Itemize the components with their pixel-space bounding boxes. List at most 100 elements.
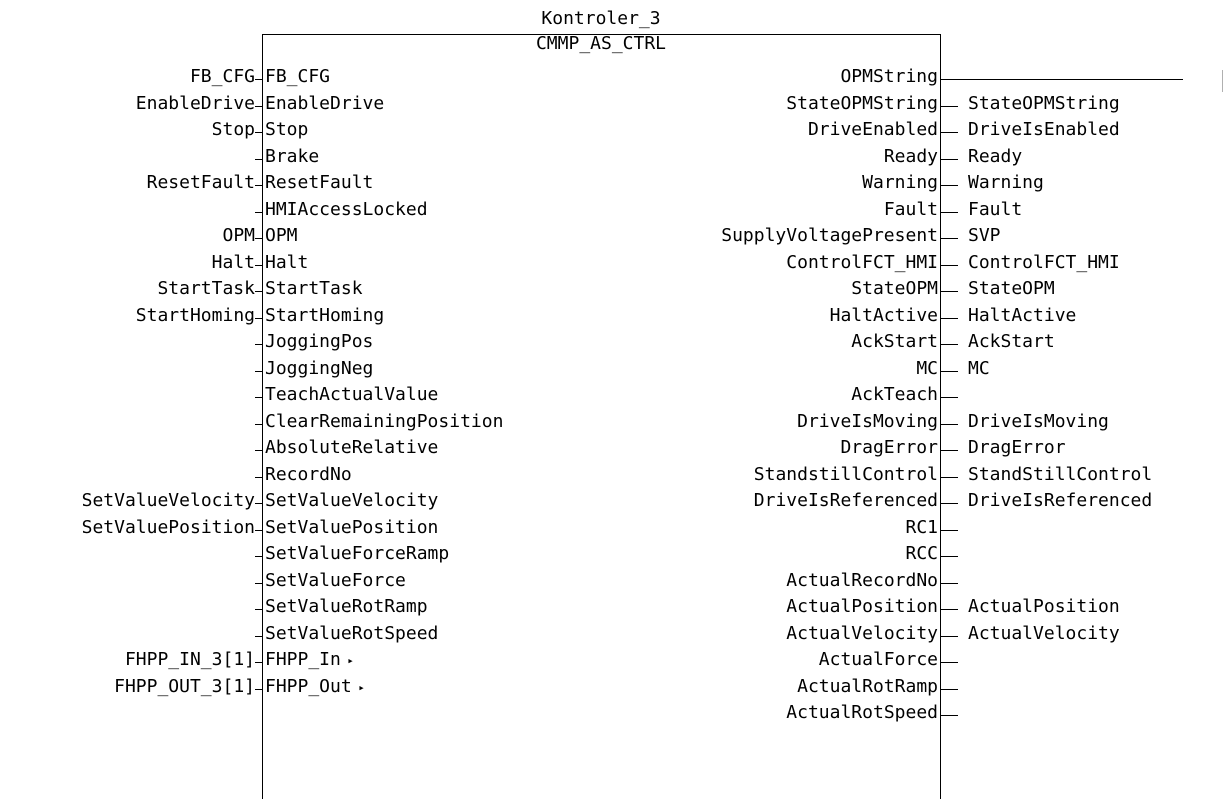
output-connector [940,185,958,186]
output-connector [940,397,958,398]
block-type-name: CMMP_AS_CTRL [535,33,667,54]
input-variable[interactable]: Halt [211,251,255,273]
input-connector [255,556,262,557]
output-variable[interactable]: StateOPM [968,278,1055,299]
output-pin-label: StandstillControl [753,463,938,485]
output-variable[interactable]: DriveIsEnabled [968,119,1120,140]
block-right-border [940,34,941,799]
input-pin-label: SetValueRotRamp [265,596,428,617]
input-connector [255,265,262,266]
input-pin-label: JoggingNeg [265,357,374,379]
output-connector [940,212,958,213]
output-pin-label: StateOPMString [786,92,938,114]
input-connector [255,397,262,398]
input-connector [255,185,262,186]
output-variable[interactable]: Fault [968,198,1023,220]
output-variable[interactable]: MC [968,357,990,379]
output-pin-label: RC1 [905,516,938,538]
output-connector [940,636,958,637]
input-pin-label: SetValueForceRamp [265,543,450,564]
input-pin-label: Halt [265,251,309,273]
output-variable[interactable]: AckStart [968,331,1055,352]
output-variable[interactable]: SVP [968,225,1001,246]
output-pin-label: StateOPM [851,278,938,299]
block-left-border [262,34,263,799]
output-variable[interactable]: Warning [968,172,1044,193]
output-variable[interactable]: StandStillControl [968,463,1153,485]
output-pin-label: ActualRotRamp [797,675,938,697]
input-variable[interactable]: FHPP_OUT_3[1] [114,675,255,697]
output-connector [940,159,958,160]
output-pin-label: Ready [883,145,938,167]
input-connector [255,424,262,425]
block-top-border [262,34,941,35]
input-variable[interactable]: StartTask [157,278,255,299]
input-connector [255,212,262,213]
output-pin-label: ControlFCT_HMI [786,251,938,273]
input-connector [255,689,262,690]
input-connector [255,477,262,478]
input-connector [255,132,262,133]
output-connector [940,503,958,504]
input-variable[interactable]: EnableDrive [135,92,255,114]
input-connector [255,503,262,504]
input-pin-label: OPM [265,225,298,246]
output-connector [940,132,958,133]
input-variable[interactable]: FHPP_IN_3[1] [124,649,255,670]
output-connector [940,238,958,239]
input-variable[interactable]: SetValueVelocity [81,490,255,511]
input-pin-label: StartHoming [265,304,385,326]
output-connector [940,689,958,690]
output-variable[interactable]: ActualVelocity [968,622,1120,644]
input-connector [255,291,262,292]
input-variable[interactable]: StartHoming [135,304,255,326]
input-pin-label: SetValuePosition [265,516,439,538]
output-pin-label: OPMString [840,66,938,87]
input-connector [255,344,262,345]
output-variable[interactable]: StateOPMString [968,92,1120,114]
output-pin-label: ActualPosition [786,596,938,617]
output-connector [940,662,958,663]
output-pin-label: Warning [862,172,938,193]
input-variable[interactable]: SetValuePosition [81,516,255,538]
output-connector [940,450,958,451]
output-variable[interactable]: DriveIsReferenced [968,490,1153,511]
input-pin-label: RecordNo [265,463,352,485]
output-variable[interactable]: DriveIsMoving [968,410,1109,432]
output-variable[interactable]: ActualPosition [968,596,1120,617]
output-variable[interactable]: DragError [968,437,1066,458]
output-connector [940,106,958,107]
input-connector [255,79,262,80]
input-connector [255,636,262,637]
input-connector [255,609,262,610]
output-pin-label: MC [916,357,938,379]
output-pin-label: DriveIsMoving [797,410,938,432]
pointer-arrow-icon: ▸ [347,654,354,667]
output-variable[interactable]: Ready [968,145,1023,167]
output-connector [940,265,958,266]
input-variable[interactable]: ResetFault [146,172,255,193]
input-variable[interactable]: Stop [211,119,255,140]
output-connector [940,715,958,716]
output-connector [940,318,958,319]
input-pin-label: SetValueForce [265,569,406,591]
input-variable[interactable]: FB_CFG [189,66,255,87]
output-variable[interactable]: ControlFCT_HMI [968,251,1120,273]
output-connector [940,556,958,557]
output-pin-label: SupplyVoltagePresent [721,225,938,246]
input-pin-label: StartTask [265,278,363,299]
output-pin-label: Fault [883,198,938,220]
input-pin-label: ClearRemainingPosition [265,410,504,432]
output-pin-label: DriveEnabled [807,119,938,140]
input-pin-label: JoggingPos [265,331,374,352]
input-pin-label: AbsoluteRelative [265,437,439,458]
output-pin-label: ActualForce [818,649,938,670]
input-pin-label: SetValueRotSpeed [265,622,439,644]
output-variable[interactable]: HaltActive [968,304,1077,326]
input-pin-label: EnableDrive [265,92,385,114]
input-connector [255,662,262,663]
output-connector [940,583,958,584]
input-connector [255,450,262,451]
instance-name[interactable]: Kontroler_3 [541,8,661,29]
input-variable[interactable]: OPM [222,225,255,246]
